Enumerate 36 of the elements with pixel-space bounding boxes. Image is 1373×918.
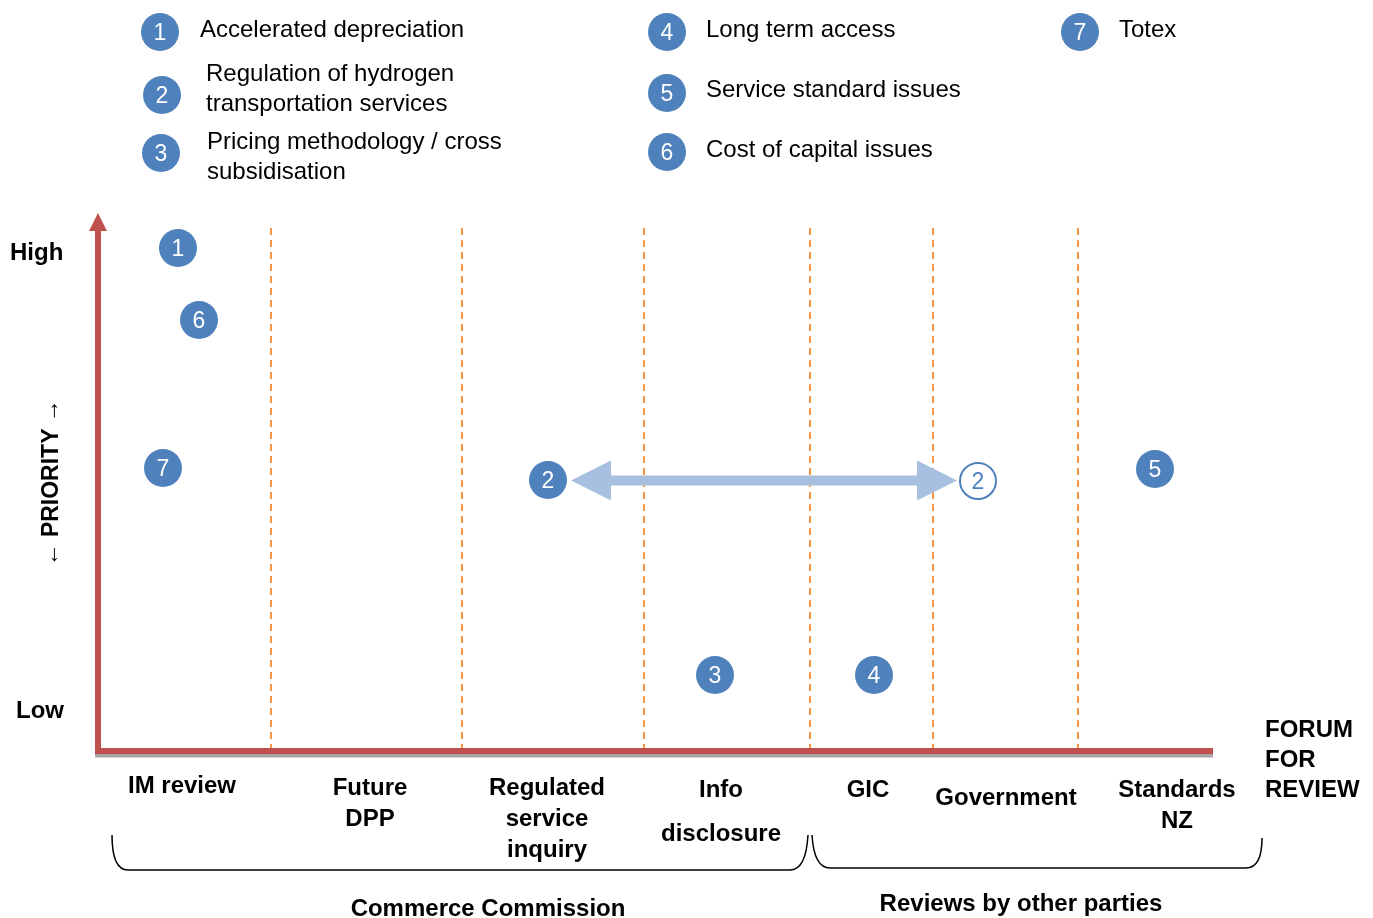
- category-label: Regulated service inquiry: [488, 772, 606, 864]
- legend-text: Service standard issues: [706, 74, 961, 104]
- group-label: Reviews by other parties: [878, 888, 1164, 918]
- legend-text: Pricing methodology / cross subsidisation: [207, 126, 503, 186]
- number-circle: 6: [180, 301, 218, 339]
- number-circle: 3: [142, 134, 180, 172]
- axis-label: High: [10, 237, 64, 267]
- category-label: Info disclosure: [659, 774, 782, 848]
- number-circle: 4: [648, 13, 686, 51]
- legend-text: Totex: [1119, 14, 1177, 44]
- number-circle: 4: [855, 656, 893, 694]
- axis-title: ← PRIORITY →: [35, 399, 64, 567]
- number-circle: 5: [648, 74, 686, 112]
- number-circle: 7: [1061, 13, 1099, 51]
- number-circle: 7: [144, 449, 182, 487]
- number-circle: 6: [648, 133, 686, 171]
- number-circle: 5: [1136, 450, 1174, 488]
- axis-title: FORUM FOR REVIEW: [1265, 714, 1361, 804]
- category-label: IM review: [126, 770, 237, 800]
- number-circle: 3: [696, 656, 734, 694]
- number-circle: 1: [141, 13, 179, 51]
- number-circle: 2: [529, 461, 567, 499]
- number-circle: 2: [143, 76, 181, 114]
- category-label: Government: [934, 782, 1078, 812]
- number-circle: 1: [159, 229, 197, 267]
- double-arrow: [571, 460, 957, 501]
- category-label: Future DPP: [331, 772, 409, 833]
- legend-text: Cost of capital issues: [706, 134, 933, 164]
- group-label: Commerce Commission: [349, 893, 627, 918]
- category-label: Standards NZ: [1117, 774, 1237, 835]
- category-label: GIC: [845, 774, 891, 804]
- outlined-number-circle: 2: [959, 462, 997, 500]
- legend-text: Long term access: [706, 14, 896, 44]
- legend-text: Regulation of hydrogen transportation services: [206, 58, 456, 118]
- axis-label: Low: [16, 695, 64, 725]
- legend-text: Accelerated depreciation: [200, 14, 465, 44]
